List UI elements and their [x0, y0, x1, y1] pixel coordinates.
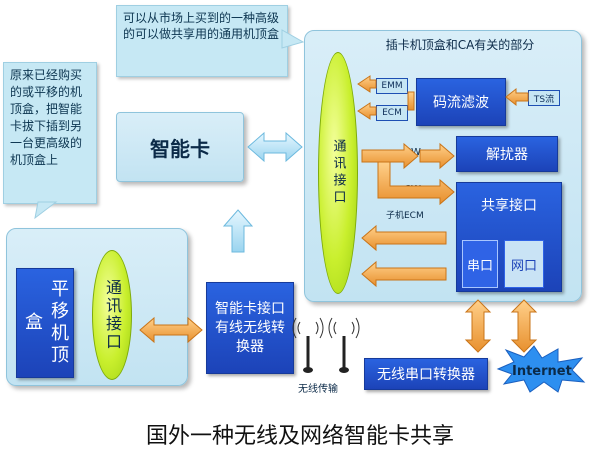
- legacy-stb-box: 平移机顶盒: [16, 268, 74, 378]
- stream-filter-box: 码流滤波: [416, 78, 506, 126]
- callout-top: 可以从市场上买到的一种高级的可以做共享用的通用机顶盒: [116, 5, 288, 77]
- descrambler-label: 解扰器: [486, 147, 528, 163]
- internet-starburst: [496, 345, 586, 393]
- arrow-cw-1-head: [419, 142, 455, 170]
- network-port-box: 网口: [504, 240, 544, 288]
- comm-port-label-right: 通讯接口: [330, 139, 346, 207]
- network-port-label: 网口: [510, 258, 537, 274]
- wireless-transmission-label: 无线传输: [298, 384, 338, 395]
- shared-port-label: 共享接口: [481, 198, 537, 214]
- comm-port-oval-left: 通讯接口: [92, 250, 132, 380]
- converter-box: 智能卡接口有线无线转换器: [206, 282, 294, 374]
- sub-ecm-label: 子机ECM: [386, 211, 424, 221]
- smart-card-box: 智能卡: [116, 112, 244, 182]
- arrow-network-to-internet: [510, 299, 538, 353]
- diagram-caption: 国外一种无线及网络智能卡共享: [145, 424, 454, 449]
- arrow-ts-to-filter: [505, 87, 529, 107]
- serial-port-label: 串口: [466, 258, 493, 274]
- arrow-filter-to-tags: [407, 91, 415, 111]
- callout-top-text: 可以从市场上买到的一种高级的可以做共享用的通用机顶盒: [123, 11, 280, 41]
- ts-stream-tag: TS流: [528, 90, 560, 106]
- arrow-ecm-lower: [361, 260, 447, 288]
- antenna-right-icon: [328, 317, 360, 373]
- descrambler-box: 解扰器: [456, 136, 558, 172]
- wireless-converter-box: 无线串口转换器: [364, 358, 488, 390]
- arrow-cw-1: [361, 142, 419, 170]
- smart-card-label: 智能卡: [150, 136, 210, 161]
- stream-filter-label: 码流滤波: [433, 95, 489, 111]
- arrow-emm-lower: [361, 224, 447, 252]
- arrow-ecm-top: [357, 102, 377, 120]
- arrow-up-converter: [222, 209, 254, 253]
- ecm-label-top: ECM: [382, 108, 402, 118]
- legacy-stb-label: 平移机顶盒: [22, 279, 69, 367]
- arrow-emm-top: [357, 75, 377, 93]
- comm-port-label-left: 通讯接口: [103, 279, 122, 351]
- card-stb-panel-title: 插卡机顶盒和CA有关的部分: [385, 38, 535, 52]
- arrow-card-to-panel: [247, 131, 303, 163]
- converter-label: 智能卡接口有线无线转换器: [215, 300, 285, 355]
- emm-label-top: EMM: [381, 81, 403, 91]
- serial-port-box: 串口: [462, 240, 498, 288]
- antenna-left-icon: [292, 317, 324, 373]
- internet-label: Internet: [512, 364, 572, 379]
- arrow-comm-to-converter: [139, 316, 203, 344]
- ts-stream-label: TS流: [533, 94, 555, 105]
- arrow-cw-2: [377, 161, 455, 206]
- callout-left-text: 原来已经购买的或平移的机顶盒，把智能卡拔下插到另一台更高级的机顶盒上: [10, 68, 83, 167]
- comm-port-oval-right: 通讯接口: [318, 52, 358, 294]
- ecm-tag-top: ECM: [376, 105, 408, 121]
- wireless-converter-label: 无线串口转换器: [377, 367, 475, 383]
- arrow-serial-to-converter: [464, 299, 492, 353]
